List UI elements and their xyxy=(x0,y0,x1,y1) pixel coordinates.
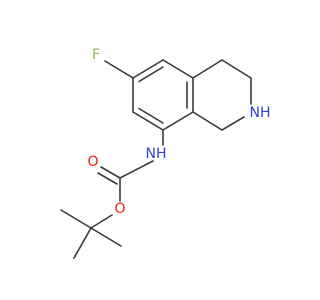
double-bond-c5-c6 xyxy=(138,66,164,83)
bond-ester-o-tbu xyxy=(90,214,113,229)
bond-c5-c6 xyxy=(132,59,164,79)
bond-skeleton xyxy=(60,59,252,259)
bond-c4a-c4 xyxy=(192,59,223,79)
bond-c4a-c5 xyxy=(162,59,194,79)
bond-c6-f xyxy=(104,60,134,79)
bond-c4-c3 xyxy=(221,59,252,79)
atom-labels: F NH NH O O xyxy=(87,47,270,217)
bond-tbu-methyl-down xyxy=(73,227,92,259)
fluorine-label: F xyxy=(92,47,100,63)
ester-oxygen-label: O xyxy=(114,201,125,217)
double-bond-c7-c8 xyxy=(138,107,164,124)
bond-c8-c8a xyxy=(162,111,194,131)
ring-nh-label: NH xyxy=(250,105,271,121)
bond-n-carbonyl xyxy=(119,160,154,179)
bond-tbu-methyl-left xyxy=(60,209,92,229)
bond-c1-c8a xyxy=(192,111,223,131)
bond-n2-c1 xyxy=(221,116,245,131)
molecule-diagram: F NH NH O O xyxy=(60,47,271,259)
bond-carbonyl-o xyxy=(100,166,121,179)
bond-c7-c8 xyxy=(132,111,164,131)
bond-tbu-methyl-right xyxy=(90,227,122,247)
carbonyl-oxygen-label: O xyxy=(87,154,98,170)
double-bond-carbonyl-o xyxy=(97,172,118,185)
amide-nh-label: NH xyxy=(146,146,167,162)
